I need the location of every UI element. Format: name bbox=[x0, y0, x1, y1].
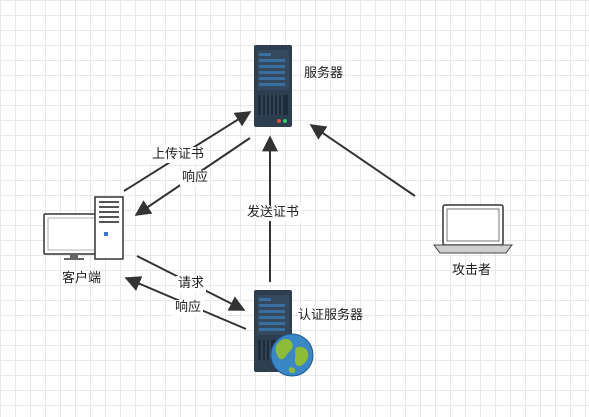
edge-label-request: 请求 bbox=[176, 276, 207, 292]
laptop-icon bbox=[433, 204, 513, 254]
edge-label-response-2: 响应 bbox=[173, 300, 204, 316]
arrow-attacker-to-server bbox=[309, 124, 416, 197]
desktop-computer-icon bbox=[43, 196, 124, 260]
edge-label-send-cert: 发送证书 bbox=[245, 205, 302, 221]
client-label: 客户端 bbox=[62, 271, 102, 286]
server-label: 服务器 bbox=[304, 66, 344, 81]
attacker-label: 攻击者 bbox=[452, 263, 492, 278]
edge-label-upload-cert: 上传证书 bbox=[150, 147, 207, 163]
server-with-globe-icon bbox=[254, 290, 314, 377]
edge-label-response-1: 响应 bbox=[180, 170, 211, 186]
auth-server-label: 认证服务器 bbox=[298, 308, 364, 323]
server-icon bbox=[254, 45, 292, 127]
